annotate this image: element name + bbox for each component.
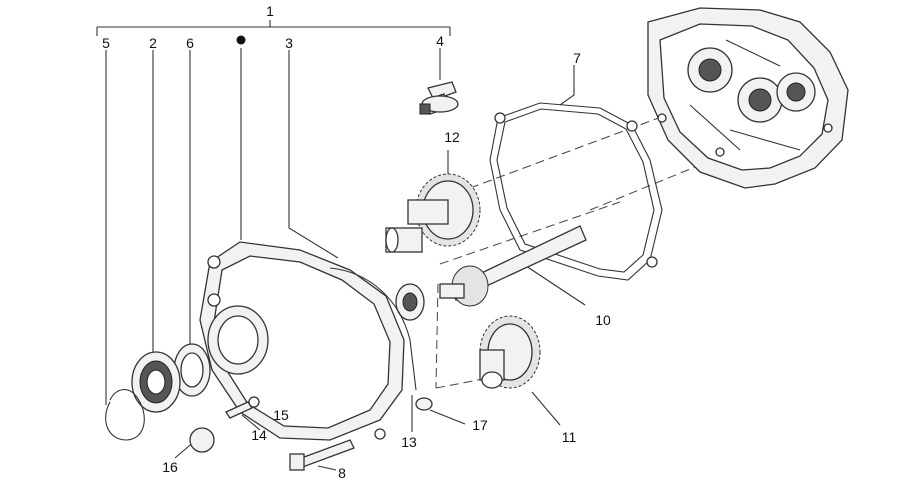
callout-6: 6 — [186, 35, 194, 51]
shaft-pin — [419, 81, 459, 115]
bolt-small — [225, 396, 260, 419]
assembly-marker-dot — [236, 35, 246, 45]
oil-seal — [173, 343, 211, 397]
callout-7: 7 — [573, 50, 581, 66]
gasket — [489, 102, 663, 281]
bearing — [131, 351, 181, 413]
callout-3: 3 — [285, 35, 293, 51]
callout-10: 10 — [595, 312, 611, 328]
callout-12: 12 — [444, 129, 460, 145]
plug-cap — [189, 427, 215, 453]
bolt-large — [289, 439, 355, 471]
callout-17: 17 — [472, 417, 488, 433]
callout-1: 1 — [266, 3, 274, 19]
callout-5: 5 — [102, 35, 110, 51]
hose-clip — [415, 397, 433, 411]
assembly-axes — [435, 109, 701, 389]
gear-cover — [199, 241, 417, 441]
callout-8: 8 — [338, 465, 346, 481]
callout-16: 16 — [162, 459, 178, 475]
circlip — [105, 389, 145, 441]
gear-upper — [385, 173, 481, 253]
callout-4: 4 — [436, 33, 444, 49]
leader-lines — [105, 48, 586, 471]
group-bracket — [96, 20, 451, 36]
gear-lower — [479, 315, 541, 389]
callout-11: 11 — [562, 429, 577, 445]
callout-labels: 1 2 3 4 5 6 7 8 10 11 12 13 14 15 16 17 — [102, 3, 611, 481]
callout-2: 2 — [149, 35, 157, 51]
callout-13: 13 — [401, 434, 417, 450]
callout-15: 15 — [273, 407, 289, 423]
main-shaft — [439, 225, 587, 307]
transmission-housing — [647, 7, 849, 189]
callout-14: 14 — [251, 427, 267, 443]
small-bearing — [395, 283, 425, 321]
